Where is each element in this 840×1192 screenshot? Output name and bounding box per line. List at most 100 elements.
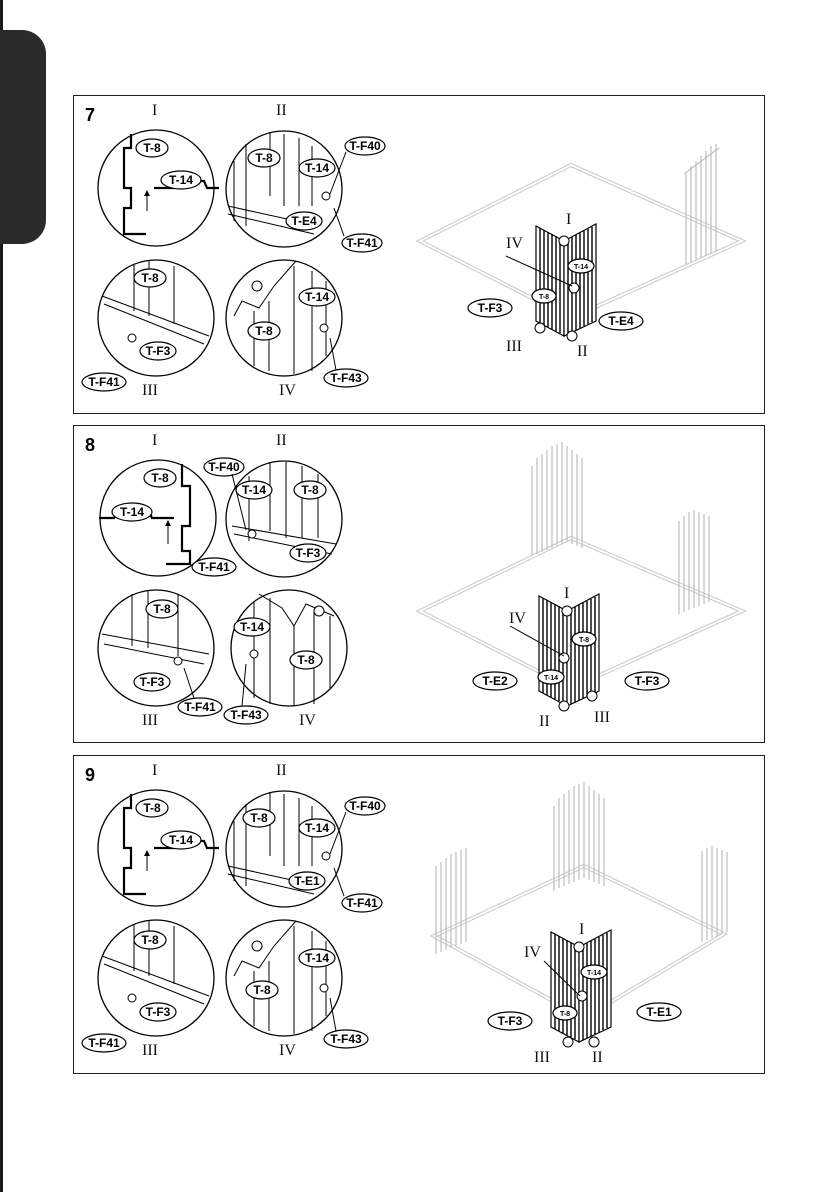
roman-III: III: [142, 712, 158, 729]
part-label: T-F3: [146, 344, 171, 358]
roman-II: II: [592, 1049, 603, 1066]
roman-IV: IV: [524, 944, 541, 961]
part-label: T-E1: [294, 874, 320, 888]
part-label: T-8: [141, 933, 159, 947]
part-label: T-14: [305, 821, 329, 835]
part-label: T-E4: [608, 314, 634, 328]
roman-II: II: [577, 343, 588, 360]
part-label: T-E1: [646, 1005, 672, 1019]
part-label: T-8: [255, 151, 273, 165]
part-label: T-8: [143, 141, 161, 155]
part-label: T-F41: [184, 700, 216, 714]
detail-III: T-8 T-F3 T-F41: [81, 259, 215, 392]
roman-I: I: [564, 585, 569, 602]
roman-III: III: [506, 338, 522, 355]
roman-I: I: [152, 102, 157, 119]
part-label: T-8: [253, 983, 271, 997]
part-label: T-F3: [635, 674, 660, 688]
roman-II: II: [276, 432, 287, 449]
part-label: T-F3: [478, 301, 503, 315]
part-label: T-14: [544, 675, 558, 682]
roman-I: I: [566, 211, 571, 228]
part-label: T-F3: [146, 1005, 171, 1019]
part-label: T-F3: [140, 675, 165, 689]
part-label: T-14: [587, 970, 601, 977]
part-label: T-14: [240, 620, 264, 634]
detail-II: T-F40 T-14 T-8 T-F3 T-F41: [191, 457, 343, 578]
roman-I: I: [579, 921, 584, 938]
part-label: T-F41: [346, 236, 378, 250]
detail-II: T-8 T-14 T-F40 T-E4 T-F41: [225, 130, 386, 253]
part-label: T-E4: [291, 214, 317, 228]
part-label: T-F40: [208, 460, 240, 474]
step-number: 8: [85, 435, 96, 455]
overview-assembly: I IV III II T-14 T-8 T-F3 T-E1: [429, 782, 729, 1066]
part-label: T-8: [250, 811, 268, 825]
part-label: T-14: [120, 505, 144, 519]
part-label: T-8: [301, 483, 319, 497]
step-9-panel: 9 I II III IV T-8 T-14 T-8 T-14: [73, 755, 765, 1074]
step-number: 9: [85, 765, 96, 785]
roman-IV: IV: [279, 1042, 296, 1059]
roman-IV: IV: [509, 610, 526, 627]
part-label: T-14: [242, 483, 266, 497]
roman-IV: IV: [279, 382, 296, 399]
part-label: T-8: [255, 324, 273, 338]
part-label: T-F43: [330, 371, 362, 385]
detail-II: T-8 T-14 T-F40 T-E1 T-F41: [225, 790, 386, 913]
roman-III: III: [534, 1049, 550, 1066]
roman-I: I: [152, 432, 157, 449]
detail-IV: T-14 T-8 T-F43: [225, 919, 369, 1049]
roman-III: III: [142, 382, 158, 399]
step-number: 7: [85, 105, 96, 125]
corner-panel: [535, 223, 597, 338]
part-label: T-8: [151, 471, 169, 485]
detail-I: T-8 T-14: [99, 459, 217, 577]
part-label: T-E2: [482, 674, 508, 688]
roman-I: I: [152, 762, 157, 779]
part-label: T-8: [297, 653, 315, 667]
part-label: T-F41: [346, 896, 378, 910]
part-label: T-14: [169, 833, 193, 847]
step-7-illustration: I II III IV T-8 T-14 T-8 T-14: [81, 102, 747, 399]
detail-III: T-8 T-F3 T-F41: [81, 919, 215, 1053]
part-label: T-8: [153, 602, 171, 616]
roman-III: III: [594, 709, 610, 726]
part-label: T-14: [574, 264, 588, 271]
part-label: T-14: [305, 161, 329, 175]
part-label: T-F41: [198, 560, 230, 574]
detail-IV: T-14 T-8 T-F43: [225, 259, 369, 388]
roman-II: II: [276, 102, 287, 119]
part-label: T-14: [169, 173, 193, 187]
part-label: T-14: [305, 951, 329, 965]
roman-II: II: [539, 713, 550, 730]
part-label: T-F3: [498, 1014, 523, 1028]
roman-IV: IV: [506, 235, 523, 252]
overview-assembly: I IV II III T-8 T-14 T-E2 T-F3: [415, 442, 747, 730]
overview-assembly: I IV III II T-14 T-8 T-F3 T-E4: [415, 144, 747, 360]
part-label: T-8: [560, 1011, 570, 1018]
detail-I: T-8 T-14: [97, 129, 219, 247]
step-7-panel: 7 I II III IV T-8 T-14 T-8 T: [73, 95, 765, 414]
section-tab: [0, 30, 46, 244]
roman-II: II: [276, 762, 287, 779]
step-8-panel: 8 I II III IV T-8 T-14 T-F40 T-14: [73, 425, 765, 743]
part-label: T-F41: [88, 1036, 120, 1050]
detail-III: T-8 T-F3 T-F41: [97, 589, 223, 717]
part-label: T-14: [305, 290, 329, 304]
step-9-illustration: I II III IV T-8 T-14 T-8 T-14 T-F40: [81, 762, 729, 1066]
part-label: T-F43: [230, 708, 262, 722]
part-label: T-8: [141, 271, 159, 285]
detail-IV: T-14 T-8 T-F43: [223, 589, 348, 725]
part-label: T-8: [143, 801, 161, 815]
detail-I: T-8 T-14: [97, 789, 219, 907]
part-label: T-F41: [88, 375, 120, 389]
part-label: T-8: [539, 294, 549, 301]
part-label: T-F43: [330, 1032, 362, 1046]
part-label: T-F40: [349, 139, 381, 153]
roman-III: III: [142, 1042, 158, 1059]
page-edge: [0, 0, 3, 1192]
step-8-illustration: I II III IV T-8 T-14 T-F40 T-14 T-8: [97, 432, 747, 730]
part-label: T-8: [579, 637, 589, 644]
roman-IV: IV: [299, 712, 316, 729]
